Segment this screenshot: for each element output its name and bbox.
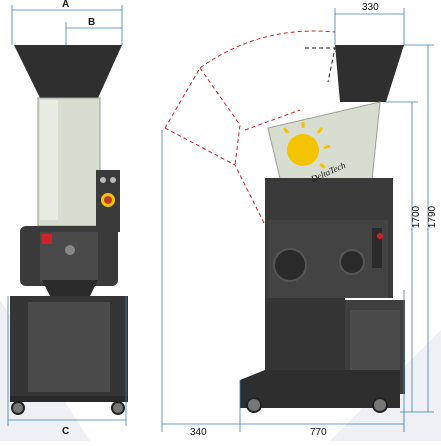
open-arc-outline xyxy=(164,30,336,129)
dim-label-330: 330 xyxy=(362,2,379,13)
side-wheel-left xyxy=(246,397,262,413)
dimension-lines xyxy=(7,5,434,432)
sun-logo-icon xyxy=(282,122,331,170)
control-switch-1 xyxy=(100,177,106,183)
dim-label-1790: 1790 xyxy=(427,205,439,229)
open-hopper-edge-2 xyxy=(244,109,301,131)
front-wheel-right xyxy=(111,401,125,415)
front-wheel-left xyxy=(11,401,25,415)
front-chamber-highlight xyxy=(40,100,58,220)
front-hopper xyxy=(14,45,122,98)
front-knob xyxy=(65,245,75,255)
dim-label-1700: 1700 xyxy=(411,205,423,229)
emergency-stop-button xyxy=(104,196,112,204)
front-view-machine xyxy=(10,45,128,415)
side-rotor xyxy=(339,249,365,275)
dim-label-c: C xyxy=(62,426,70,437)
side-latch xyxy=(372,228,382,268)
control-switch-2 xyxy=(110,177,116,183)
open-hopper-edge xyxy=(199,67,241,166)
feed-opening-dashed xyxy=(305,47,336,83)
dim-label-340: 340 xyxy=(190,427,207,438)
side-base-frame xyxy=(240,370,400,408)
dim-label-b: B xyxy=(88,17,96,28)
side-view-machine xyxy=(164,30,405,413)
front-outlet xyxy=(42,280,98,300)
red-handle xyxy=(42,234,52,244)
side-red-knob xyxy=(377,233,383,239)
side-wheel-right xyxy=(372,397,388,413)
front-collection-bin xyxy=(28,302,110,392)
dim-label-a: A xyxy=(62,0,70,10)
dim-label-770: 770 xyxy=(310,427,327,438)
side-pulley xyxy=(273,248,307,282)
side-hopper xyxy=(335,45,404,102)
front-base-frame xyxy=(10,396,128,402)
